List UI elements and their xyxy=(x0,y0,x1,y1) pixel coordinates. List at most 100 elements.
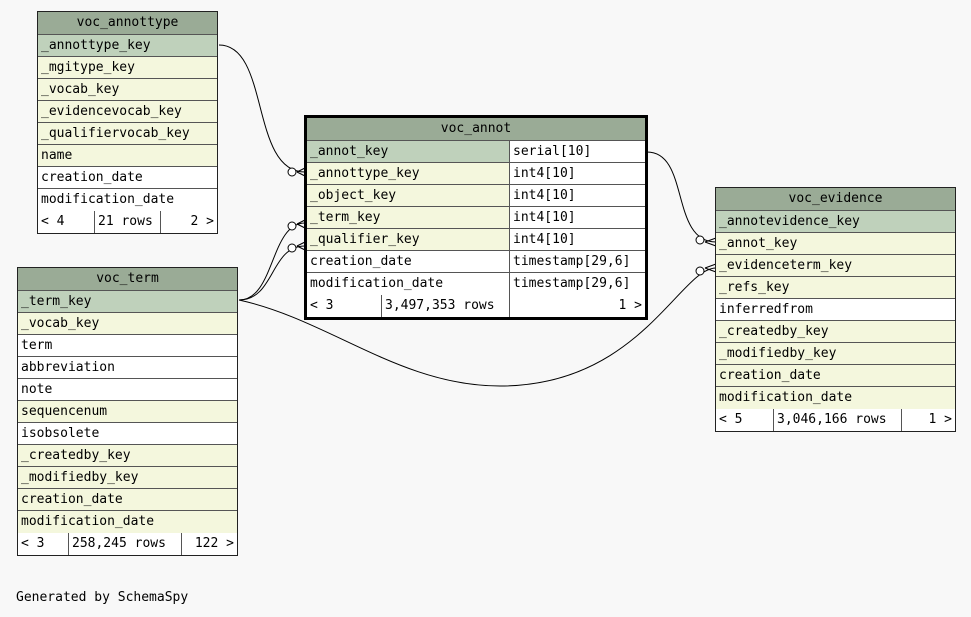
parents-count[interactable]: < 3 xyxy=(21,536,45,551)
optional-marker xyxy=(695,235,705,245)
column-name: _evidencevocab_key xyxy=(41,104,182,119)
table-title[interactable]: voc_annot xyxy=(307,118,645,141)
column-row[interactable]: _createdby_key xyxy=(18,445,237,467)
children-count[interactable]: 1 > xyxy=(509,295,645,317)
column-name: _modifiedby_key xyxy=(21,470,139,485)
column-row[interactable]: creation_date timestamp[29,6] xyxy=(307,251,645,273)
table-title[interactable]: voc_evidence xyxy=(716,188,955,211)
column-name: _createdby_key xyxy=(719,324,829,339)
link-annot-to-evidence xyxy=(646,151,717,243)
parents-count[interactable]: < 4 xyxy=(41,214,65,229)
column-row[interactable]: _term_key xyxy=(18,291,237,313)
table-title[interactable]: voc_term xyxy=(18,268,237,291)
column-name: creation_date xyxy=(41,170,143,185)
column-row[interactable]: abbreviation xyxy=(18,357,237,379)
row-count: 3,497,353 rows xyxy=(381,295,509,317)
column-row[interactable]: term xyxy=(18,335,237,357)
column-row[interactable]: creation_date xyxy=(38,167,217,189)
parents-count[interactable]: < 3 xyxy=(310,298,334,313)
column-row[interactable]: name xyxy=(38,145,217,167)
column-name: inferredfrom xyxy=(719,302,813,317)
column-name: term xyxy=(21,338,53,353)
table-footer: < 3 3,497,353 rows 1 > xyxy=(307,295,645,317)
table-voc-annottype[interactable]: voc_annottype _annottype_key _mgitype_key… xyxy=(37,11,218,234)
column-type: int4[10] xyxy=(509,207,645,228)
column-name: _term_key xyxy=(21,294,92,309)
column-name: _term_key xyxy=(310,210,381,225)
column-name: _annottype_key xyxy=(41,38,151,53)
column-name: _refs_key xyxy=(719,280,790,295)
children-count[interactable]: 2 > xyxy=(160,211,217,233)
column-name: modification_date xyxy=(21,514,155,529)
column-row[interactable]: creation_date xyxy=(716,365,955,387)
column-row[interactable]: _vocab_key xyxy=(38,79,217,101)
column-row[interactable]: _annotevidence_key xyxy=(716,211,955,233)
column-row[interactable]: _refs_key xyxy=(716,277,955,299)
column-row[interactable]: inferredfrom xyxy=(716,299,955,321)
column-name: _mgitype_key xyxy=(41,60,135,75)
column-row[interactable]: _qualifier_key int4[10] xyxy=(307,229,645,251)
column-row[interactable]: _annottype_key xyxy=(38,35,217,57)
column-name: _annottype_key xyxy=(310,166,420,181)
parents-count[interactable]: < 5 xyxy=(719,412,743,427)
column-type: timestamp[29,6] xyxy=(509,251,645,272)
column-row[interactable]: _modifiedby_key xyxy=(18,467,237,489)
column-name: creation_date xyxy=(719,368,821,383)
optional-marker xyxy=(287,167,297,177)
generated-by-note: Generated by SchemaSpy xyxy=(16,590,189,605)
column-row[interactable]: sequencenum xyxy=(18,401,237,423)
column-name: _object_key xyxy=(310,188,397,203)
column-row[interactable]: isobsolete xyxy=(18,423,237,445)
column-name: creation_date xyxy=(21,492,123,507)
column-row[interactable]: _modifiedby_key xyxy=(716,343,955,365)
optional-marker xyxy=(287,243,297,253)
link-term-to-annot-term xyxy=(238,222,306,301)
column-name: _evidenceterm_key xyxy=(719,258,853,273)
link-term-to-annot-qualifier xyxy=(238,245,306,301)
children-count[interactable]: 122 > xyxy=(181,533,237,555)
table-footer: < 5 3,046,166 rows 1 > xyxy=(716,409,955,431)
table-title[interactable]: voc_annottype xyxy=(38,12,217,35)
column-row[interactable]: _evidencevocab_key xyxy=(38,101,217,123)
column-row[interactable]: _annot_key xyxy=(716,233,955,255)
column-row[interactable]: _mgitype_key xyxy=(38,57,217,79)
column-row[interactable]: _createdby_key xyxy=(716,321,955,343)
column-row[interactable]: modification_date xyxy=(716,387,955,409)
column-name: modification_date xyxy=(41,192,175,207)
table-voc-evidence[interactable]: voc_evidence _annotevidence_key _annot_ke… xyxy=(715,187,956,432)
column-row[interactable]: _object_key int4[10] xyxy=(307,185,645,207)
link-annottype-to-annot xyxy=(218,44,306,173)
row-count: 21 rows xyxy=(94,211,160,233)
table-footer: < 3 258,245 rows 122 > xyxy=(18,533,237,555)
column-row[interactable]: note xyxy=(18,379,237,401)
column-row[interactable]: modification_date xyxy=(18,511,237,533)
column-name: creation_date xyxy=(310,254,412,269)
column-row[interactable]: _vocab_key xyxy=(18,313,237,335)
column-type: int4[10] xyxy=(509,163,645,184)
column-row[interactable]: modification_date xyxy=(38,189,217,211)
column-type: int4[10] xyxy=(509,229,645,250)
column-row[interactable]: _evidenceterm_key xyxy=(716,255,955,277)
column-name: note xyxy=(21,382,53,397)
column-type: int4[10] xyxy=(509,185,645,206)
row-count: 258,245 rows xyxy=(68,533,181,555)
column-row[interactable]: _annottype_key int4[10] xyxy=(307,163,645,185)
column-name: _annotevidence_key xyxy=(719,214,860,229)
column-name: _vocab_key xyxy=(21,316,100,331)
column-type: serial[10] xyxy=(509,141,645,162)
table-footer: < 4 21 rows 2 > xyxy=(38,211,217,233)
column-name: _qualifiervocab_key xyxy=(41,126,190,141)
children-count[interactable]: 1 > xyxy=(901,409,955,431)
column-row[interactable]: _qualifiervocab_key xyxy=(38,123,217,145)
column-name: abbreviation xyxy=(21,360,115,375)
column-name: name xyxy=(41,148,73,163)
column-name: _qualifier_key xyxy=(310,232,420,247)
column-row[interactable]: creation_date xyxy=(18,489,237,511)
column-row[interactable]: _term_key int4[10] xyxy=(307,207,645,229)
column-name: modification_date xyxy=(719,390,853,405)
column-name: sequencenum xyxy=(21,404,108,419)
